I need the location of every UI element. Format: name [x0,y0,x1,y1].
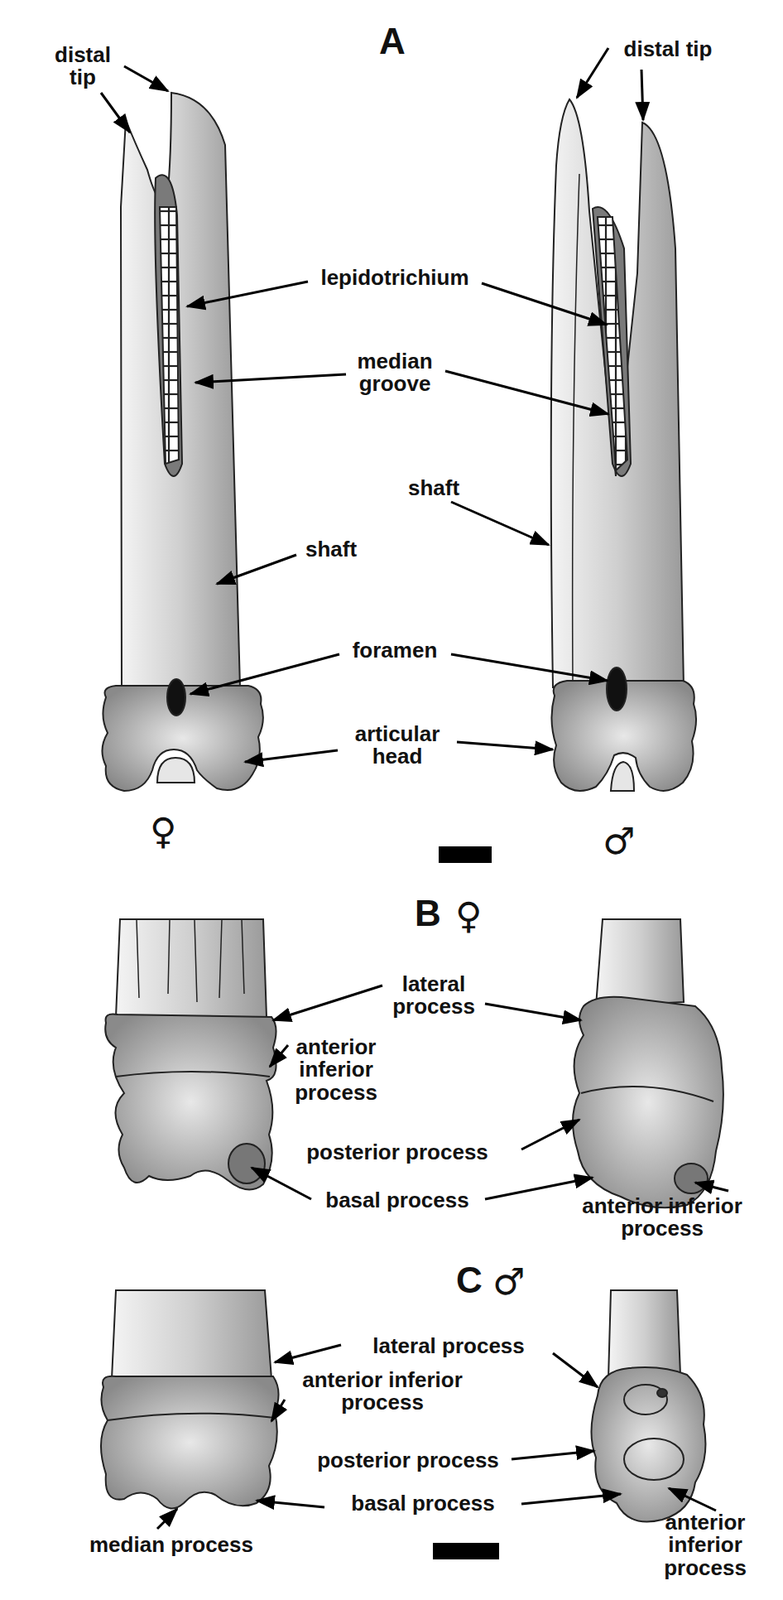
leader-line [695,1181,729,1191]
leader-line [100,92,130,133]
panel-letter: B [414,893,442,932]
part-label: lepidotrichium [320,266,469,289]
part-label: posterior process [306,1140,489,1163]
part-label: shaft [408,476,460,500]
leader-line [271,1398,285,1421]
leader-line [273,984,383,1020]
part-label: anterior inferior process [573,1194,752,1240]
panel-letter: A [379,22,406,61]
leader-line [157,1508,178,1528]
scale-bar [432,1541,500,1559]
part-label: foramen [352,638,438,662]
pit [657,1388,668,1397]
head [105,1013,276,1189]
sex-symbol: ♂ [492,1262,525,1301]
part-label: articular head [343,722,452,769]
leader-line [456,741,553,750]
part-label: median groove [349,350,441,396]
part-label: anterior inferior process [288,1035,385,1104]
female-head-views [105,918,724,1207]
sex-symbol: ♂ [602,821,635,860]
shaft-outline [120,92,241,687]
lepidotrichium-chain [597,216,628,471]
scale-bar [438,845,492,863]
leader-line [641,69,644,121]
female-fin-ray [101,92,263,791]
ridge [581,1085,714,1101]
head [572,996,724,1208]
part-label: lateral process [372,1334,525,1357]
foramen-hole [167,678,186,716]
groove [154,174,183,476]
part-label: anterior inferior process [287,1368,478,1414]
leader-line [216,554,297,584]
leader-line [668,1487,716,1510]
leader-line [521,1119,580,1149]
leader-line [190,653,340,694]
male-fin-ray [551,99,697,791]
lateral-knob [624,1383,668,1414]
leader-line [195,374,346,383]
male-head-views [100,1289,706,1522]
basal-knob [674,1162,708,1193]
sex-symbol: ♀ [149,811,177,851]
leader-line [481,283,607,325]
leader-line [576,48,609,98]
leader-line [274,1344,342,1362]
foramen-hole [606,667,627,711]
leader-line [521,1493,621,1504]
head [100,1375,279,1509]
leader-line [511,1450,595,1459]
lepidotrichium-chain [159,206,179,464]
part-label: basal process [350,1491,495,1514]
streaks [136,918,245,1002]
leader-line [187,281,308,307]
panel-letter: C [456,1260,483,1299]
leader-line [445,370,609,414]
part-label: distal tip [624,38,713,61]
leader-line [124,66,169,92]
ridge [115,1071,270,1077]
flange-line [572,173,580,683]
leader-line [269,1044,289,1067]
shaft-base [115,918,267,1017]
part-label: posterior process [317,1448,500,1471]
shaft-base [608,1289,681,1379]
part-label: shaft [305,538,357,561]
part-label: distal tip [43,43,123,90]
part-label: lateral process [384,972,484,1019]
leader-line [256,1499,325,1507]
sex-symbol: ♀ [455,896,482,935]
leader-line [485,1176,593,1199]
basal-knob [228,1143,265,1183]
head-notch [610,761,635,791]
leader-line [251,1167,312,1199]
leader-line [485,1003,582,1020]
leader-line [552,1352,598,1387]
leader-line [451,653,608,681]
shaft-base [595,918,684,1006]
groove [592,206,631,476]
head-arch [157,757,195,783]
posterior-knob [624,1437,684,1480]
part-label: median process [89,1532,254,1556]
shaft-base [111,1289,272,1379]
shaft-outline [551,99,684,687]
leader-line [451,501,549,545]
ridge [107,1412,275,1420]
part-label: basal process [325,1188,469,1211]
leader-line [244,749,338,762]
part-label: anterior inferior process [658,1510,754,1579]
leader-arrows [100,48,729,1528]
